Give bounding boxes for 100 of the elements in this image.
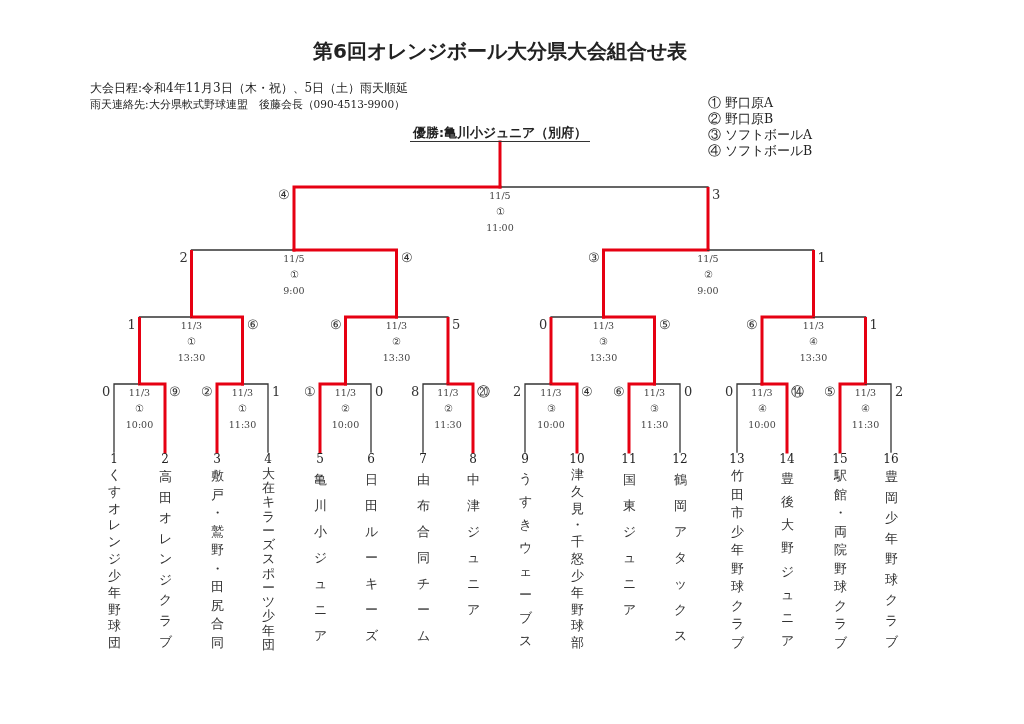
score-label: 0 [684,384,693,400]
match-date: 11/3 [436,386,460,400]
bracket-line [524,383,552,453]
court-number: ① [288,268,300,282]
court-number: ④ [756,402,768,416]
start-time: 11:30 [227,418,258,432]
bracket-line [736,383,763,453]
score-label: ⑳ [477,384,490,400]
court-number: ④ [860,402,871,416]
court-number: ① [186,335,197,349]
match-date: 11/3 [333,386,358,400]
score-label: 2 [513,384,522,400]
team-number: 16 [882,452,900,466]
score-label: ② [201,384,213,400]
team-name: 国東ジュニア [622,471,636,619]
team-name: 津久見・千怒少年野球部 [570,467,584,652]
score-label: 0 [539,317,548,333]
start-time: 11:30 [433,418,463,432]
court-number: ② [442,402,454,416]
bracket-line [602,248,710,319]
score-label: ③ [587,250,600,266]
score-label: ① [304,384,316,400]
bracket-line [760,315,815,386]
score-label: 3 [712,187,721,203]
score-label: ⑤ [824,384,836,400]
team-number: 9 [520,452,530,466]
team-number: 14 [778,452,796,466]
score-label: ④ [278,187,290,203]
bracket-line [602,315,656,386]
match-date: 11/3 [801,319,826,333]
score-label: 2 [179,250,188,266]
match-date: 11/3 [179,319,204,333]
court-number: ① [134,402,145,416]
score-label: 0 [375,384,384,400]
score-label: ⑥ [329,317,342,333]
score-label: ⑨ [169,384,181,400]
schedule-note: 大会日程:令和4年11月3日（木・祝）、5日（土）雨天順延 [90,81,409,96]
team-number: 11 [620,452,638,466]
score-label: 1 [869,317,878,333]
match-date: 11/5 [696,252,720,266]
team-name: 敷戸・鷲野・田尻合同 [210,467,224,652]
start-time: 13:30 [381,351,412,365]
match-date: 11/3 [750,386,774,400]
start-time: 11:00 [485,221,515,235]
score-label: 5 [452,317,461,333]
bracket-line [318,382,347,454]
court-key: ② 野口原B [708,111,774,127]
court-number: ① [494,205,506,219]
score-label: ⑤ [658,317,671,333]
match-date: 11/3 [642,386,667,400]
team-name: 高田オレンジクラブ [158,468,172,651]
contact-note: 雨天連絡先:大分県軟式野球連盟 後藤会長（090-4513-9900） [90,98,406,112]
score-label: 0 [725,384,734,400]
start-time: 10:00 [330,418,361,432]
team-name: 竹田市少年野球クラブ [730,467,744,652]
bracket-line [344,315,398,386]
team-number: 10 [568,452,586,466]
start-time: 9:00 [696,284,720,298]
bracket-line [190,315,244,386]
start-time: 9:00 [282,284,306,298]
match-date: 11/5 [488,189,512,203]
start-time: 13:30 [588,351,619,365]
match-date: 11/3 [539,386,563,400]
team-number: 6 [366,452,376,466]
team-number: 1 [109,452,119,466]
team-number: 5 [315,452,325,466]
team-name: 鶴岡アタックス [673,471,687,645]
court-number: ③ [598,335,609,349]
score-label: ⑥ [246,317,259,333]
match-date: 11/3 [591,319,616,333]
team-name: 駅館・両院野球クラブ [833,467,847,652]
start-time: 13:30 [798,351,829,365]
team-name: 中津ジュニア [466,471,480,619]
title: 第6回オレンジボール大分県大会組合せ表 [313,38,687,64]
team-name: うすきウェーブス [518,470,532,650]
bracket-line [422,383,449,453]
court-number: ② [391,335,402,349]
start-time: 10:00 [124,418,155,432]
court-number: ④ [808,335,819,349]
court-number: ② [702,268,714,282]
match-date: 11/3 [127,386,152,400]
court-number: ① [237,402,248,416]
team-number: 13 [728,452,746,466]
match-date: 11/3 [384,319,409,333]
start-time: 10:00 [747,418,777,432]
team-name: くすオレンジ少年野球団 [107,467,121,652]
court-key: ④ ソフトボールB [708,143,813,159]
score-label: ⑥ [746,317,758,333]
bracket-line [344,383,372,453]
team-name: 亀川小ジュニア [313,471,327,645]
team-number: 12 [671,452,689,466]
score-label: 1 [817,250,826,266]
team-name: 由布合同チーム [416,471,430,645]
bracket-line [838,382,867,454]
match-date: 11/3 [230,386,255,400]
bracket-line [241,383,269,453]
court-key: ③ ソフトボールA [708,127,812,143]
bracket-line [864,383,892,453]
team-name: 豊後大野ジュニア [780,470,794,650]
match-date: 11/5 [282,252,306,266]
